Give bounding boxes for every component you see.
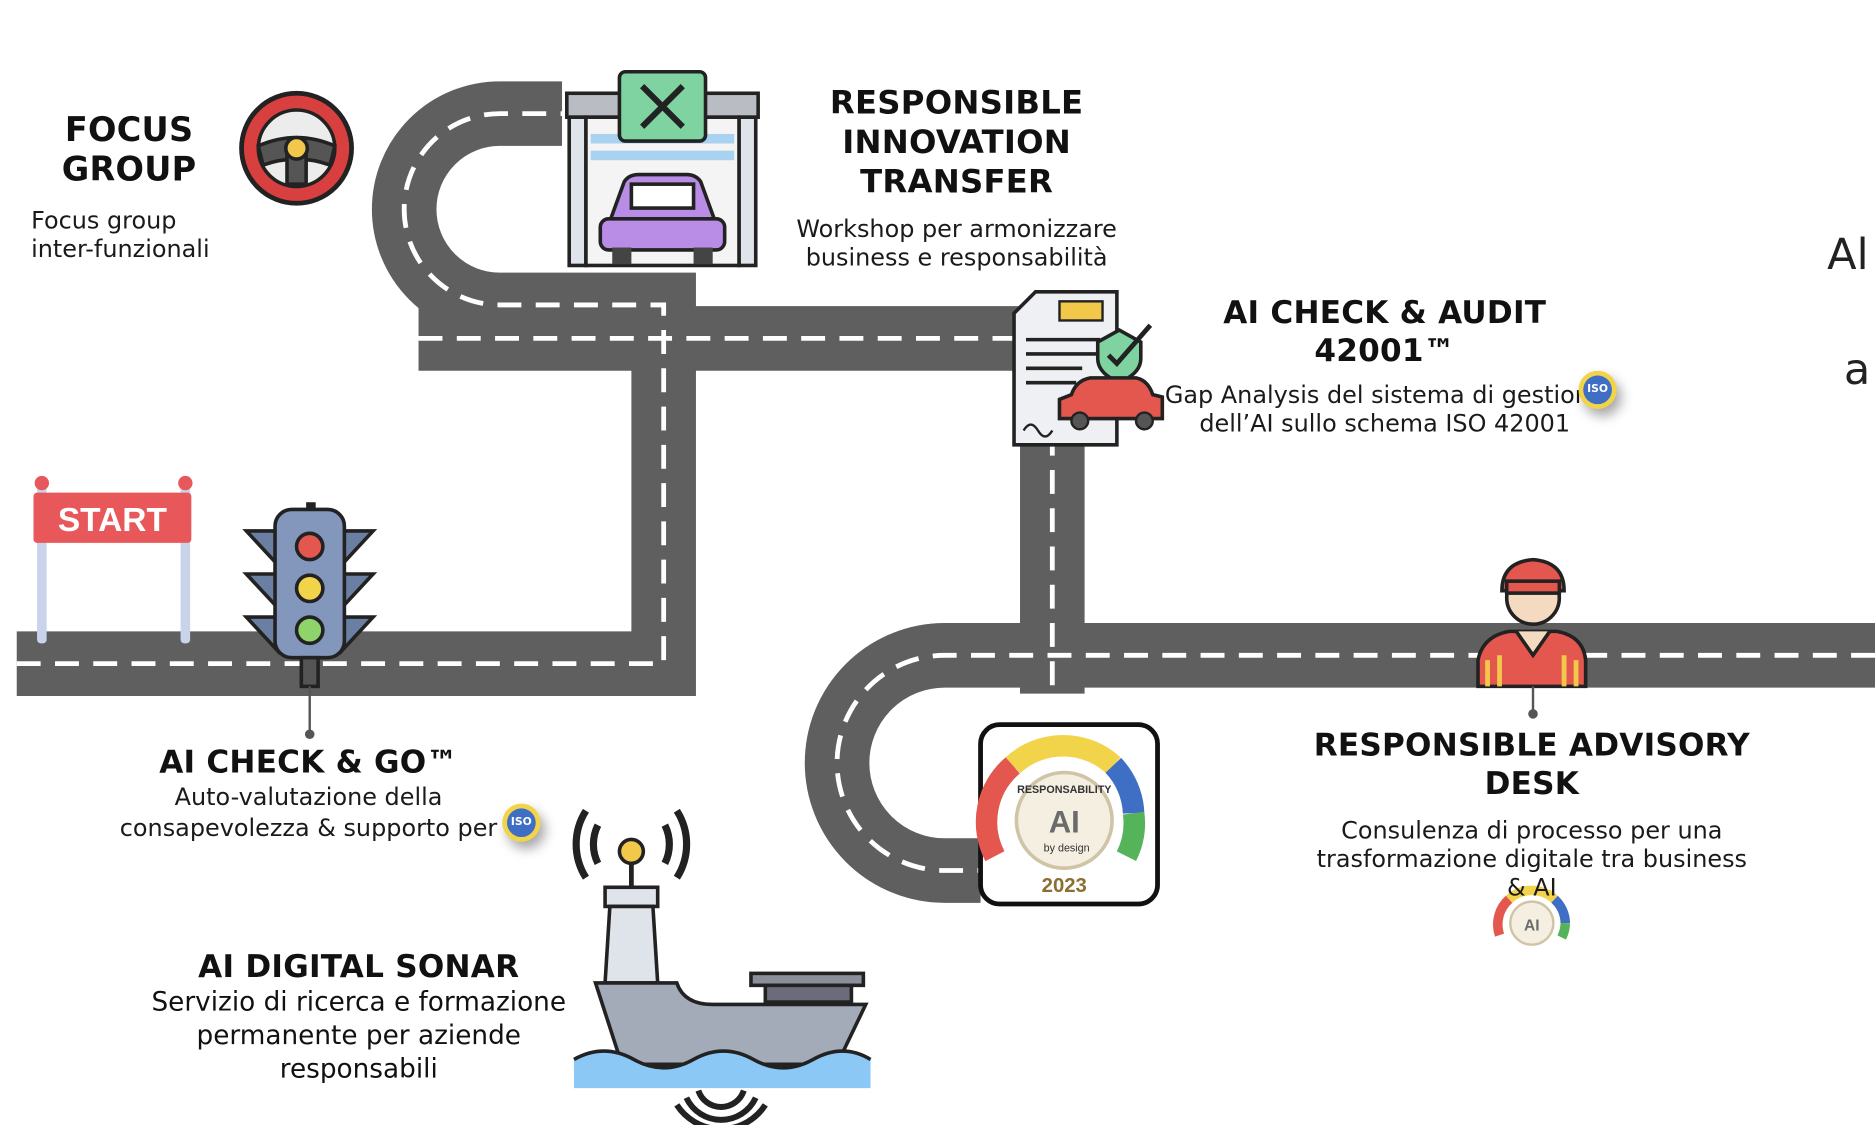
logo-by-line: by design (1044, 842, 1090, 854)
cut-off-text-2: a (1843, 345, 1871, 395)
iso-badge-check-go-icon: ISO (502, 803, 541, 842)
check-go-title: AI CHECK & GO™ (159, 744, 458, 781)
innovation-transfer-title-2: INNOVATION TRANSFER (842, 124, 1072, 201)
iso-badge-icon: ISO (1578, 370, 1617, 409)
logo-year: 2023 (1042, 875, 1087, 897)
traffic-light-icon (242, 502, 378, 740)
advisory-desk-desc-3: & AI (1506, 872, 1557, 902)
step-digital-sonar: AI DIGITAL SONAR Servizio di ricerca e f… (139, 948, 579, 1087)
radar-ship-icon (572, 808, 872, 1125)
digital-sonar-title: AI DIGITAL SONAR (198, 949, 520, 986)
focus-group-title-1: FOCUS (64, 110, 194, 150)
responsability-logo-icon: RESPONSABILITY AI by design 2023 (975, 722, 1160, 907)
responsability-logo-small-icon: AI (1493, 885, 1571, 946)
check-audit-title: AI CHECK & AUDIT 42001™ (1223, 295, 1547, 370)
logo-small-center: AI (1524, 917, 1540, 934)
check-go-desc-1: Auto-valutazione della (174, 782, 443, 811)
advisory-desk-desc-1: Consulenza di processo per una (1341, 815, 1723, 845)
digital-sonar-desc-3: responsabili (279, 1054, 438, 1085)
innovation-transfer-desc-2: business e responsabilità (805, 242, 1108, 272)
iso-badge-check-go-inner: ISO (507, 808, 536, 838)
start-banner-icon: START (33, 475, 193, 644)
advisory-desk-title: RESPONSIBLE ADVISORY DESK (1313, 728, 1750, 803)
logo-center-text: AI (1049, 804, 1080, 839)
focus-group-desc-2: inter-funzionali (31, 234, 210, 264)
step-check-audit: AI CHECK & AUDIT 42001™ Gap Analysis del… (1158, 294, 1612, 437)
step-innovation-transfer: RESPONSIBLE INNOVATION TRANSFER Workshop… (765, 84, 1148, 272)
step-check-go: AI CHECK & GO™ Auto-valutazione della co… (96, 744, 522, 842)
focus-group-title-2: GROUP (61, 149, 197, 189)
logo-ring-text: RESPONSABILITY (1017, 784, 1111, 796)
innovation-transfer-title-1: RESPONSIBLE (829, 84, 1084, 122)
advisory-desk-desc-2: trasformazione digitale tra business (1316, 844, 1748, 873)
innovation-transfer-desc-1: Workshop per armonizzare (796, 214, 1117, 243)
cut-off-text-1: Al (1827, 230, 1869, 280)
steering-wheel-icon (239, 90, 354, 206)
step-advisory-desk: RESPONSIBLE ADVISORY DESK Consulenza di … (1291, 727, 1772, 902)
check-audit-desc-1: Gap Analysis del sistema di gestione (1164, 380, 1605, 409)
check-go-desc-2: consapevolezza & supporto per (119, 813, 498, 842)
advisor-person-icon (1476, 557, 1588, 719)
digital-sonar-desc-2: permanente per aziende (196, 1021, 521, 1052)
focus-group-desc: Focus group inter-funzionali (12, 206, 230, 263)
step-focus-group: FOCUS GROUP (12, 110, 246, 189)
iso-badge-inner: ISO (1583, 375, 1612, 405)
garage-car-icon (565, 69, 760, 268)
digital-sonar-desc-1: Servizio di ricerca e formazione (151, 987, 567, 1018)
focus-group-desc-1: Focus group (31, 205, 177, 235)
check-audit-desc-2: dell’AI sullo schema ISO 42001 (1199, 408, 1571, 438)
start-sign-text: START (58, 502, 168, 539)
document-car-check-icon (1012, 289, 1165, 447)
